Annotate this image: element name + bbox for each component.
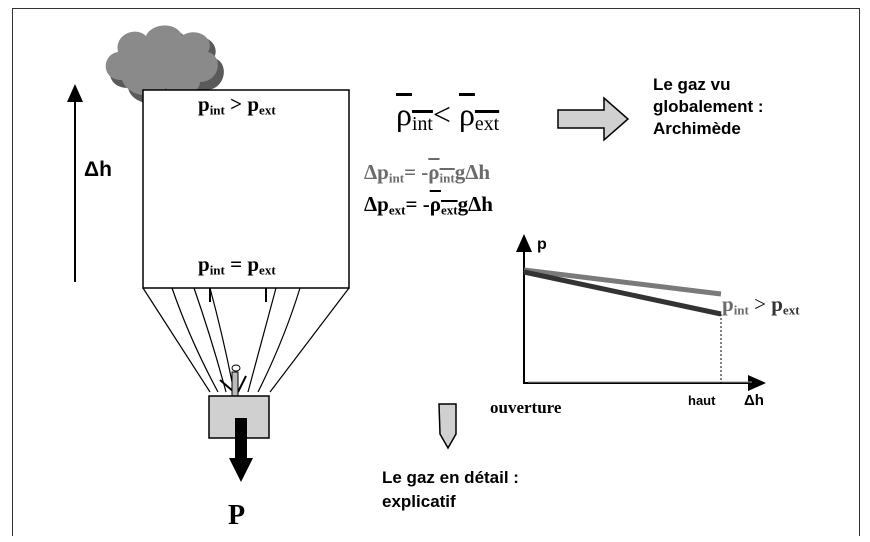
eq-bottom-op: = [224, 252, 248, 276]
eq-top-sub-ext: ext [259, 102, 276, 118]
burner-icon [219, 364, 247, 397]
rho-int-sub: int [411, 112, 433, 135]
graph-annotation-sub-int: int [733, 302, 749, 318]
graph-line-ext [523, 269, 722, 317]
graph-x-end-label: haut [688, 393, 716, 408]
pressure-eq-ext-dp: Δp [364, 192, 389, 216]
slide-frame-top [12, 8, 860, 9]
eq-top-sub-int: int [209, 102, 225, 118]
eq-top-op: > [224, 92, 248, 116]
global-text-line1: Le gaz vu [653, 75, 731, 94]
down-block-arrow [438, 403, 457, 450]
pressure-eq-ext-rho-sub: ext [440, 202, 458, 218]
density-op: < [432, 96, 459, 132]
rho-ext: ρext [458, 96, 500, 135]
rho-int: ρint [396, 96, 433, 135]
global-text-line2: globalement : [653, 97, 764, 116]
eq-top-p2: p [247, 92, 260, 116]
pressure-eq-ext: Δpext= -ρextgΔh [364, 192, 493, 218]
weight-label: P [228, 500, 246, 531]
slide-frame-left [12, 8, 13, 536]
graph-x-start-label: ouverture [490, 398, 562, 417]
pressure-graph [516, 234, 766, 391]
pressure-eq-int-eq: = - [404, 160, 429, 184]
graph-x-label: Δh [744, 392, 764, 409]
pressure-eq-int-tail: gΔh [454, 160, 491, 184]
eq-bottom-p2: p [247, 252, 260, 276]
eq-bottom-sub-ext: ext [259, 262, 276, 278]
detail-text-line1: Le gaz en détail : [382, 468, 519, 487]
pressure-eq-ext-sub: ext [388, 202, 406, 218]
pressure-eq-ext-rho: ρ [429, 192, 441, 216]
pressure-eq-int: Δpint= -ρintgΔh [364, 160, 490, 186]
pressure-eq-ext-tail: gΔh [457, 192, 493, 216]
detail-text: Le gaz en détail : explicatif [382, 466, 519, 514]
graph-annotation: pint > pext [722, 292, 800, 318]
detail-text-line2: explicatif [382, 492, 456, 511]
eq-top-p: p [198, 92, 210, 116]
graph-y-label: p [537, 236, 547, 253]
equation-bottom: pint = pext [198, 252, 276, 278]
balloon-envelope [142, 89, 350, 289]
global-text: Le gaz vu globalement : Archimède [653, 74, 764, 140]
eq-bottom-sub-int: int [209, 262, 225, 278]
graph-annotation-sub-ext: ext [782, 302, 800, 318]
pressure-eq-ext-eq: = - [405, 192, 430, 216]
pressure-eq-int-sub: int [388, 170, 405, 186]
pressure-eq-int-dp: Δp [364, 160, 389, 184]
graph-annotation-op: > [748, 292, 772, 316]
pressure-eq-int-rho: ρ [428, 160, 440, 184]
rho-ext-sub: ext [474, 112, 500, 135]
right-block-arrow [557, 96, 630, 142]
graph-annotation-p: p [722, 292, 734, 316]
height-label: Δh [84, 158, 112, 181]
eq-bottom-p: p [198, 252, 210, 276]
rho-ext-symbol: ρ [458, 96, 475, 132]
graph-annotation-p2: p [771, 292, 783, 316]
rho-int-symbol: ρ [396, 96, 412, 132]
equation-top: pint > pext [198, 92, 276, 118]
slide-frame-right [859, 8, 860, 536]
pressure-eq-int-rho-sub: int [439, 170, 455, 186]
graph-line-int [523, 267, 722, 297]
density-equation: ρint< ρext [396, 96, 499, 136]
global-text-line3: Archimède [653, 119, 741, 138]
weight-arrow [229, 418, 253, 482]
cloud-icon [105, 25, 224, 104]
